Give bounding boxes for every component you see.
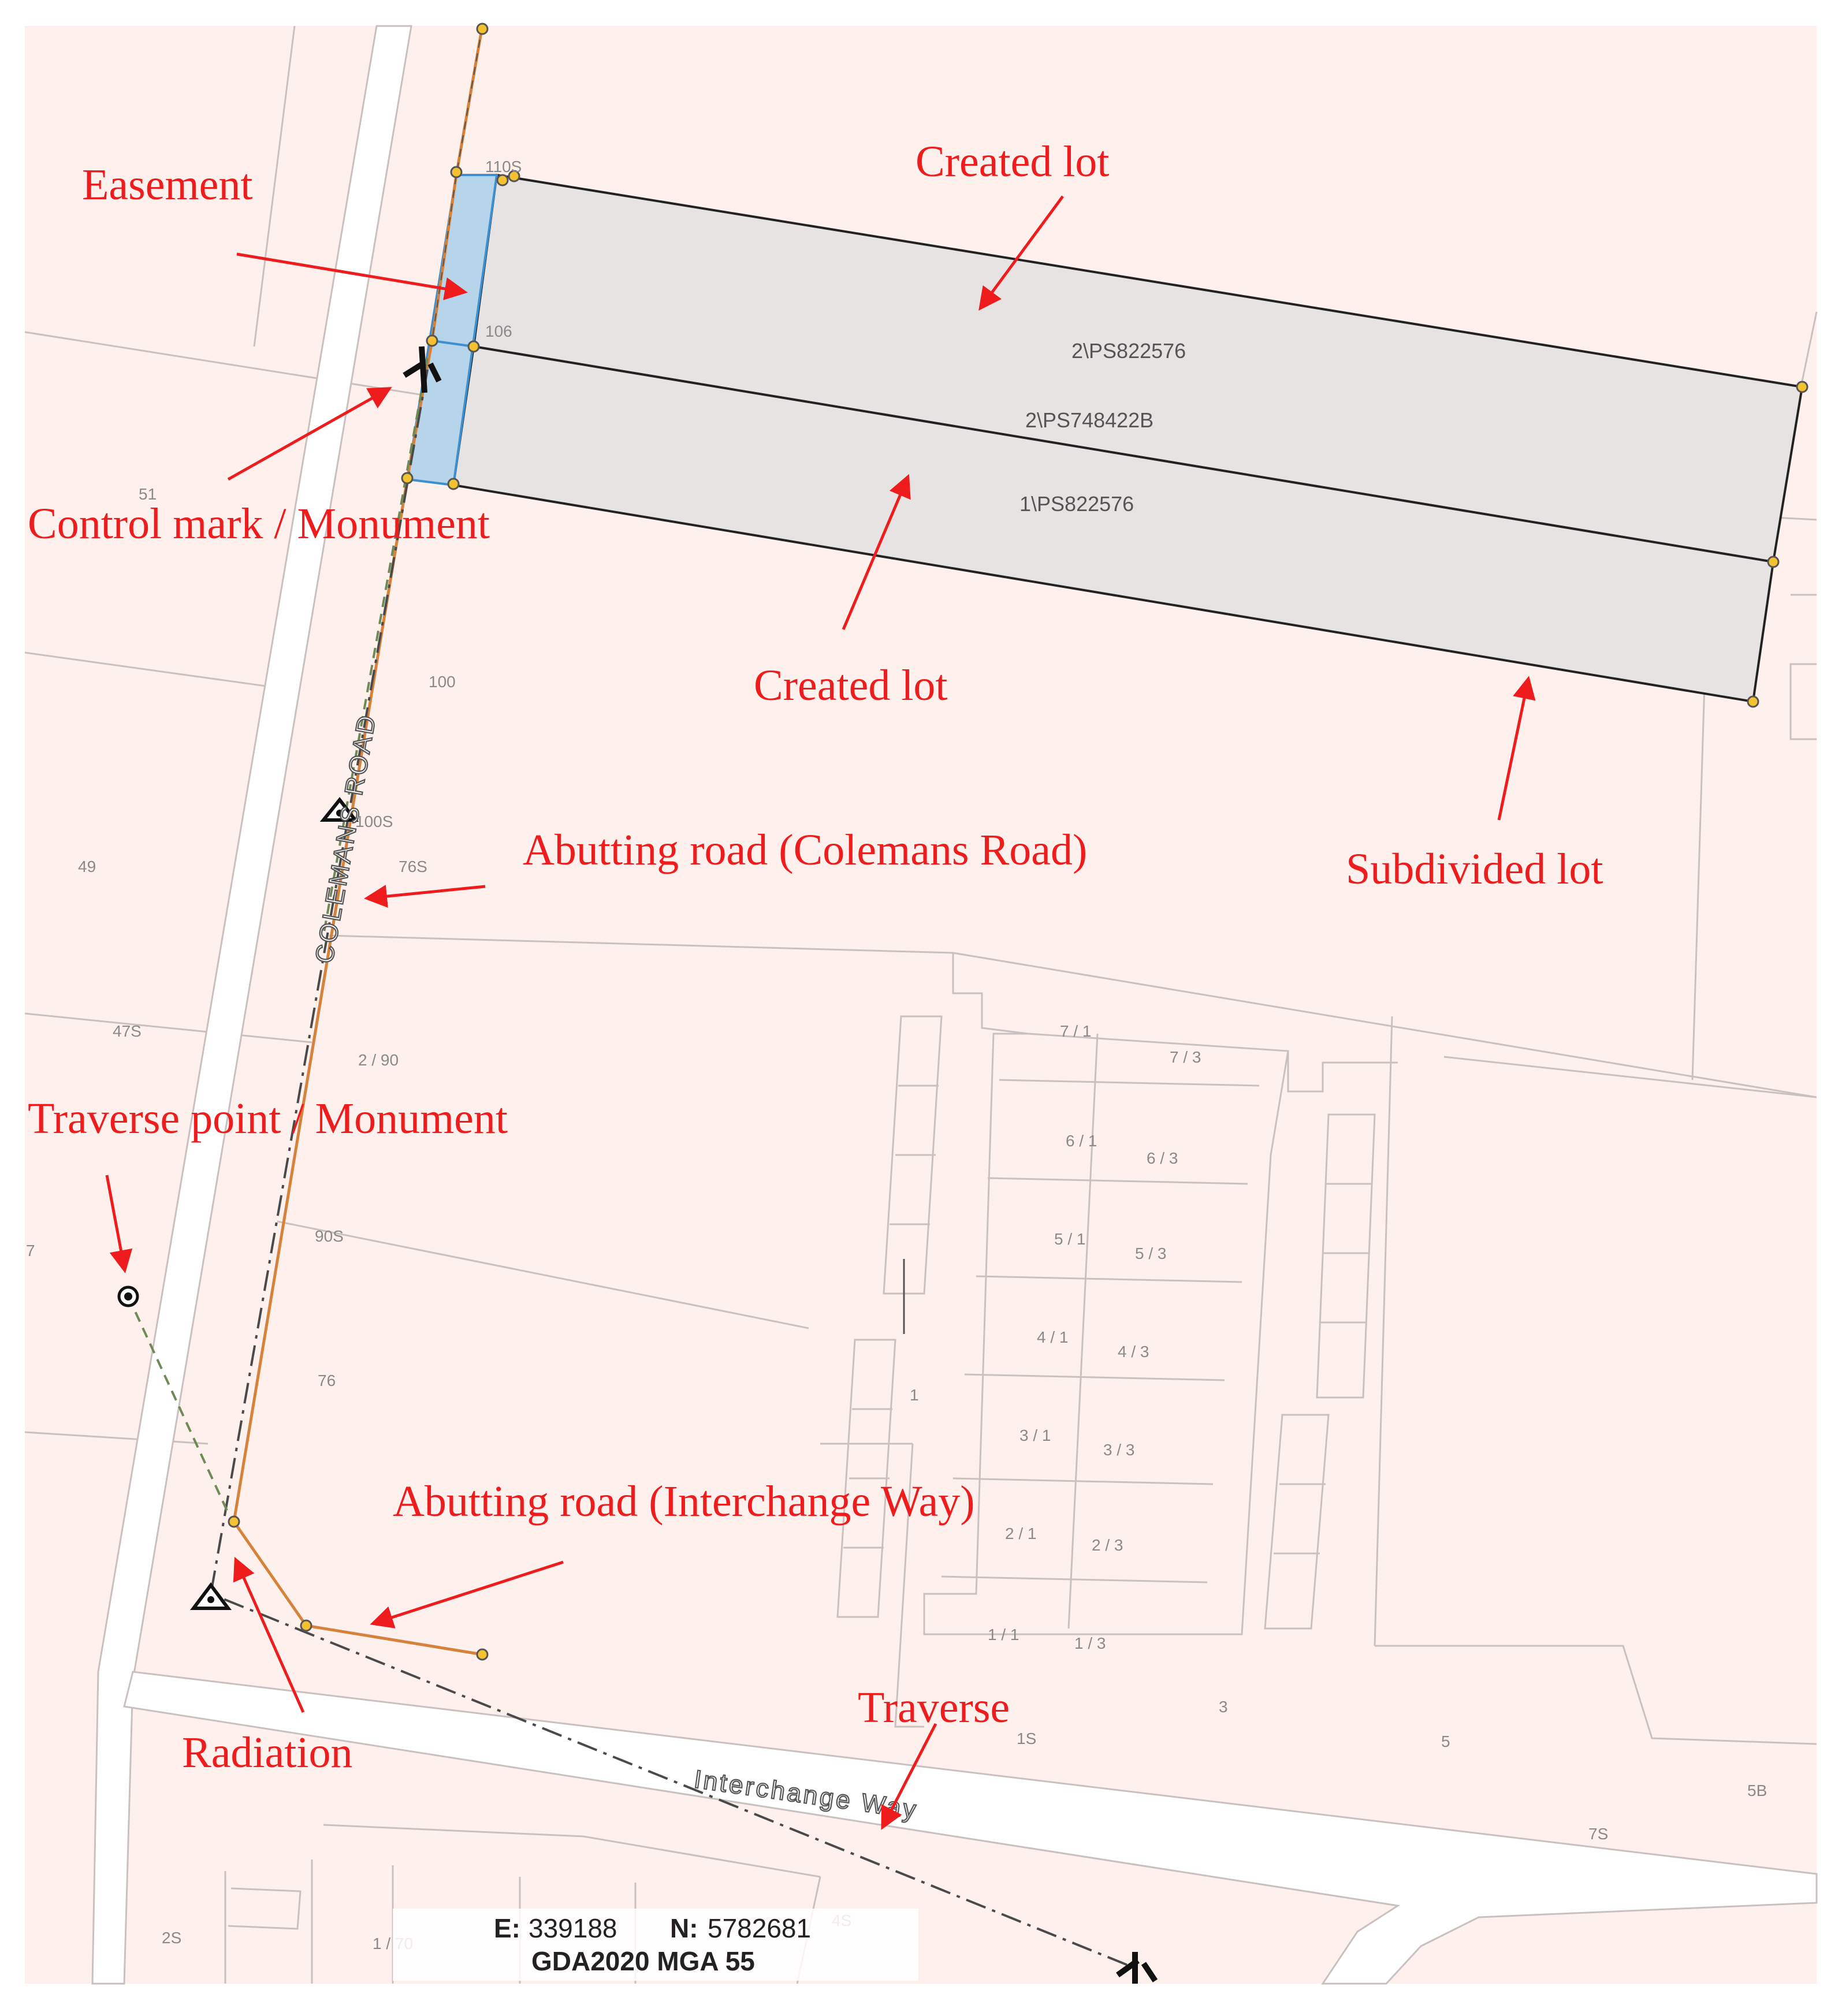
subdivided-lot-arrow	[1497, 676, 1536, 821]
lot-number: 6 / 3	[1147, 1149, 1178, 1167]
colemans-road-arrow	[364, 885, 486, 908]
lot-number: 76S	[399, 858, 427, 875]
annotation-labels: Easement Created lot Control mark / Monu…	[28, 137, 1603, 1777]
easting-value: 339188	[529, 1913, 617, 1943]
lot-number: 2 / 3	[1092, 1536, 1123, 1554]
traverse-point-arrow	[105, 1175, 133, 1273]
annotation-arrows	[105, 195, 1536, 1830]
lot-number: 90S	[315, 1227, 344, 1245]
easement-annotation: Easement	[82, 161, 252, 209]
lot-number: 6 / 1	[1066, 1132, 1097, 1150]
lot-number: 2 / 90	[358, 1051, 399, 1069]
lot-number: 49	[78, 858, 96, 875]
lot-label-middle: 2\PS748422B	[1025, 408, 1153, 432]
lot-numbers: 110S 106 51 100 100S 76S 49 47S 2 / 90 9…	[26, 158, 1767, 1952]
radiation-line	[127, 1296, 229, 1514]
lot-number: 5 / 1	[1054, 1230, 1085, 1248]
lot-number: 100S	[355, 813, 393, 830]
lot-number: 100	[429, 673, 456, 691]
traverse-annotation: Traverse	[858, 1683, 1010, 1732]
lot-number: 1 / 3	[1074, 1634, 1106, 1652]
radiation-triangle-icon	[190, 1582, 232, 1610]
colemans-road-annotation: Abutting road (Colemans Road)	[523, 826, 1087, 874]
boundary-vertices	[228, 23, 1808, 1661]
lot-label-top: 2\PS822576	[1071, 339, 1186, 363]
survey-triangle-icon	[319, 797, 359, 822]
lot-number: 110S	[485, 158, 522, 176]
lot-number: 3 / 1	[1019, 1426, 1051, 1444]
northing-value: 5782681	[708, 1913, 811, 1943]
control-mark-annotation: Control mark / Monument	[28, 500, 490, 548]
northing-label: N:	[670, 1913, 698, 1943]
created-lot-bottom-arrow	[842, 474, 911, 630]
lot-number: 106	[485, 322, 512, 340]
traverse-point-annotation: Traverse point / Monument	[28, 1094, 508, 1143]
interchange-way-annotation: Abutting road (Interchange Way)	[393, 1477, 975, 1526]
lot-number: 1	[910, 1386, 919, 1404]
traverse-end-mark-icon	[1116, 1952, 1158, 1984]
interchange-way-arrow	[370, 1560, 564, 1629]
lot-number: 7S	[1588, 1825, 1608, 1843]
lot-number: 51	[139, 485, 157, 503]
lot-number: 7 / 3	[1170, 1048, 1201, 1066]
created-lot-bottom-annotation: Created lot	[754, 661, 948, 710]
datum-label: GDA2020 MGA 55	[531, 1946, 755, 1976]
lot-number: 7 / 1	[1060, 1022, 1091, 1040]
created-lots	[405, 173, 1804, 703]
easting-label: E:	[494, 1913, 520, 1943]
colemans-road-surface	[91, 25, 412, 1985]
lot-number: 1S	[1017, 1730, 1036, 1747]
lot-number: 5	[1441, 1732, 1450, 1750]
lot-number: 7	[26, 1242, 35, 1259]
lot-number: 4 / 1	[1037, 1328, 1068, 1346]
lot-number: 4 / 3	[1118, 1343, 1149, 1361]
created-lot-top-annotation: Created lot	[916, 137, 1110, 186]
created-lot-top-arrow	[978, 195, 1065, 311]
lot-number: 47S	[113, 1022, 142, 1040]
lot-number: 3	[1219, 1698, 1228, 1716]
lot-number: 2S	[162, 1929, 181, 1947]
radiation-arrow	[233, 1556, 305, 1713]
traverse-arrow	[881, 1723, 937, 1830]
interchange-way-surface	[123, 1671, 1818, 1985]
road-network	[91, 25, 1818, 1985]
lot-number: 76	[318, 1372, 336, 1389]
radiation-annotation: Radiation	[182, 1728, 353, 1777]
lot-label-bottom: 1\PS822576	[1019, 492, 1134, 516]
lot-number: 3 / 3	[1103, 1441, 1134, 1459]
lot-number: 1 / 1	[988, 1626, 1019, 1644]
control-mark-icon	[403, 346, 442, 393]
control-mark-arrow	[227, 387, 392, 481]
lot-number: 5 / 3	[1135, 1244, 1166, 1262]
lot-number: 5B	[1747, 1782, 1767, 1799]
easement-arrow	[236, 252, 468, 300]
subdivided-lot-annotation: Subdivided lot	[1346, 845, 1603, 893]
traverse-point-icon	[117, 1285, 139, 1307]
traverse-line	[209, 369, 1138, 1970]
coordinate-readout: E: 339188 N: 5782681 GDA2020 MGA 55	[393, 1909, 918, 1981]
lot-number: 2 / 1	[1005, 1525, 1036, 1542]
